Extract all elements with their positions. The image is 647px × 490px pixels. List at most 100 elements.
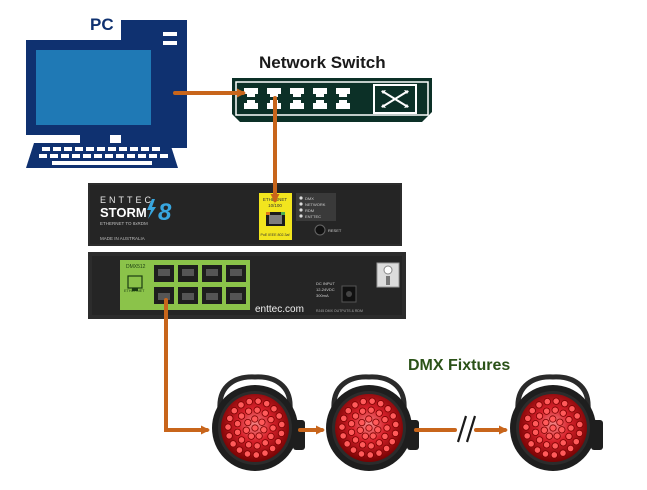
cable-break-marks bbox=[456, 415, 477, 443]
storm8-status-leds bbox=[296, 193, 336, 221]
storm8-reset-button bbox=[314, 224, 326, 236]
led-dot bbox=[229, 440, 237, 448]
storm8-made-in: MADE IN AUSTRALIA bbox=[100, 236, 145, 241]
storm8-dc-input-2: 12-24VDC bbox=[316, 287, 335, 292]
led-dot bbox=[535, 401, 543, 409]
led-dot bbox=[244, 418, 252, 427]
storm8-model-word: STORM bbox=[100, 205, 147, 220]
led-dot bbox=[267, 432, 275, 440]
led-dot bbox=[383, 424, 391, 432]
led-dot bbox=[237, 412, 246, 420]
led-dot bbox=[556, 418, 564, 426]
led-dot bbox=[347, 420, 356, 428]
led-dot bbox=[553, 432, 561, 440]
led-dot bbox=[230, 407, 238, 415]
led-dot bbox=[344, 407, 352, 415]
led-dot bbox=[567, 424, 575, 432]
storm8-port-inner bbox=[158, 269, 242, 300]
led-dot bbox=[573, 412, 581, 420]
led-dot bbox=[531, 428, 540, 436]
network-switch-icon bbox=[232, 78, 432, 122]
led-dot bbox=[527, 440, 535, 448]
led-dot bbox=[268, 444, 277, 453]
led-dot bbox=[226, 414, 234, 422]
led-dot bbox=[365, 415, 373, 423]
led-dot bbox=[258, 418, 266, 426]
storm8-reset-label: RESET bbox=[328, 228, 342, 233]
led-dot bbox=[359, 398, 367, 406]
storm8-brand: ENTTEC bbox=[100, 195, 154, 205]
led-dot bbox=[565, 432, 573, 440]
led-dot bbox=[233, 428, 242, 436]
led-dot bbox=[251, 415, 259, 423]
led-dot bbox=[551, 406, 559, 414]
led-dot bbox=[541, 450, 550, 458]
led-dot bbox=[375, 449, 383, 457]
led-dot bbox=[359, 407, 367, 415]
led-dot bbox=[568, 405, 576, 413]
led-dot bbox=[540, 426, 548, 434]
storm8-subtitle: ETHERNET TO 8xRDM bbox=[100, 221, 148, 226]
fixture-led-dots bbox=[224, 397, 584, 459]
led-dot bbox=[545, 432, 553, 440]
led-dot bbox=[561, 400, 569, 408]
led-dot bbox=[381, 416, 389, 424]
led-dot bbox=[375, 409, 383, 417]
led-dot bbox=[535, 412, 544, 420]
led-dot bbox=[254, 397, 262, 405]
led-dot bbox=[356, 426, 364, 434]
led-dot bbox=[242, 426, 250, 434]
led-dot bbox=[377, 400, 385, 408]
led-dot bbox=[549, 424, 557, 432]
led-dot bbox=[368, 397, 376, 405]
storm8-ethernet-symbol bbox=[127, 275, 143, 291]
led-dot bbox=[224, 423, 232, 431]
led-dot bbox=[269, 424, 277, 432]
storm8-site: enttec.com bbox=[255, 304, 304, 315]
led-dot bbox=[267, 416, 275, 424]
led-dot bbox=[565, 416, 573, 424]
led-dot bbox=[245, 398, 253, 406]
led-dot bbox=[543, 407, 551, 415]
led-dot bbox=[392, 420, 400, 429]
cable-storm-to-fixture-1 bbox=[164, 298, 210, 435]
dmx-fixtures-label: DMX Fixtures bbox=[408, 357, 510, 374]
led-dot bbox=[351, 436, 360, 444]
led-dot bbox=[338, 423, 346, 431]
led-dot bbox=[343, 440, 351, 448]
led-dot bbox=[550, 451, 558, 459]
led-dot bbox=[528, 407, 536, 415]
led-dot bbox=[558, 426, 566, 434]
pc-label: PC bbox=[90, 15, 114, 34]
led-dot bbox=[381, 432, 389, 440]
led-dot bbox=[253, 406, 261, 414]
led-dot bbox=[245, 407, 253, 415]
led-dot bbox=[261, 439, 269, 447]
led-dot bbox=[340, 414, 348, 422]
led-dot bbox=[369, 432, 377, 440]
pc-icon bbox=[26, 20, 187, 168]
led-dot bbox=[566, 444, 575, 453]
led-dot bbox=[277, 429, 286, 437]
storm8-dc-input-3: 300mA bbox=[316, 293, 329, 298]
led-dot bbox=[255, 432, 263, 440]
led-dot bbox=[247, 432, 255, 440]
led-dot bbox=[233, 420, 242, 428]
led-dot bbox=[260, 426, 268, 434]
led-dot bbox=[275, 412, 283, 420]
storm8-eth-label-2: 10/100 bbox=[268, 203, 282, 208]
storm8-front-panel bbox=[88, 183, 402, 246]
led-dot bbox=[252, 451, 260, 459]
led-dot bbox=[523, 432, 531, 440]
led-dot bbox=[361, 432, 369, 440]
storm8-status-4: ENTTEC bbox=[305, 214, 321, 219]
storm8-dc-input-1: DC INPUT bbox=[316, 281, 335, 286]
led-dot bbox=[374, 426, 382, 434]
led-dot bbox=[535, 436, 544, 444]
storm8-status-3: RDM bbox=[305, 208, 314, 213]
led-dot bbox=[551, 442, 559, 450]
led-dot bbox=[225, 432, 233, 440]
led-dot bbox=[382, 444, 391, 453]
led-dot bbox=[575, 429, 584, 437]
